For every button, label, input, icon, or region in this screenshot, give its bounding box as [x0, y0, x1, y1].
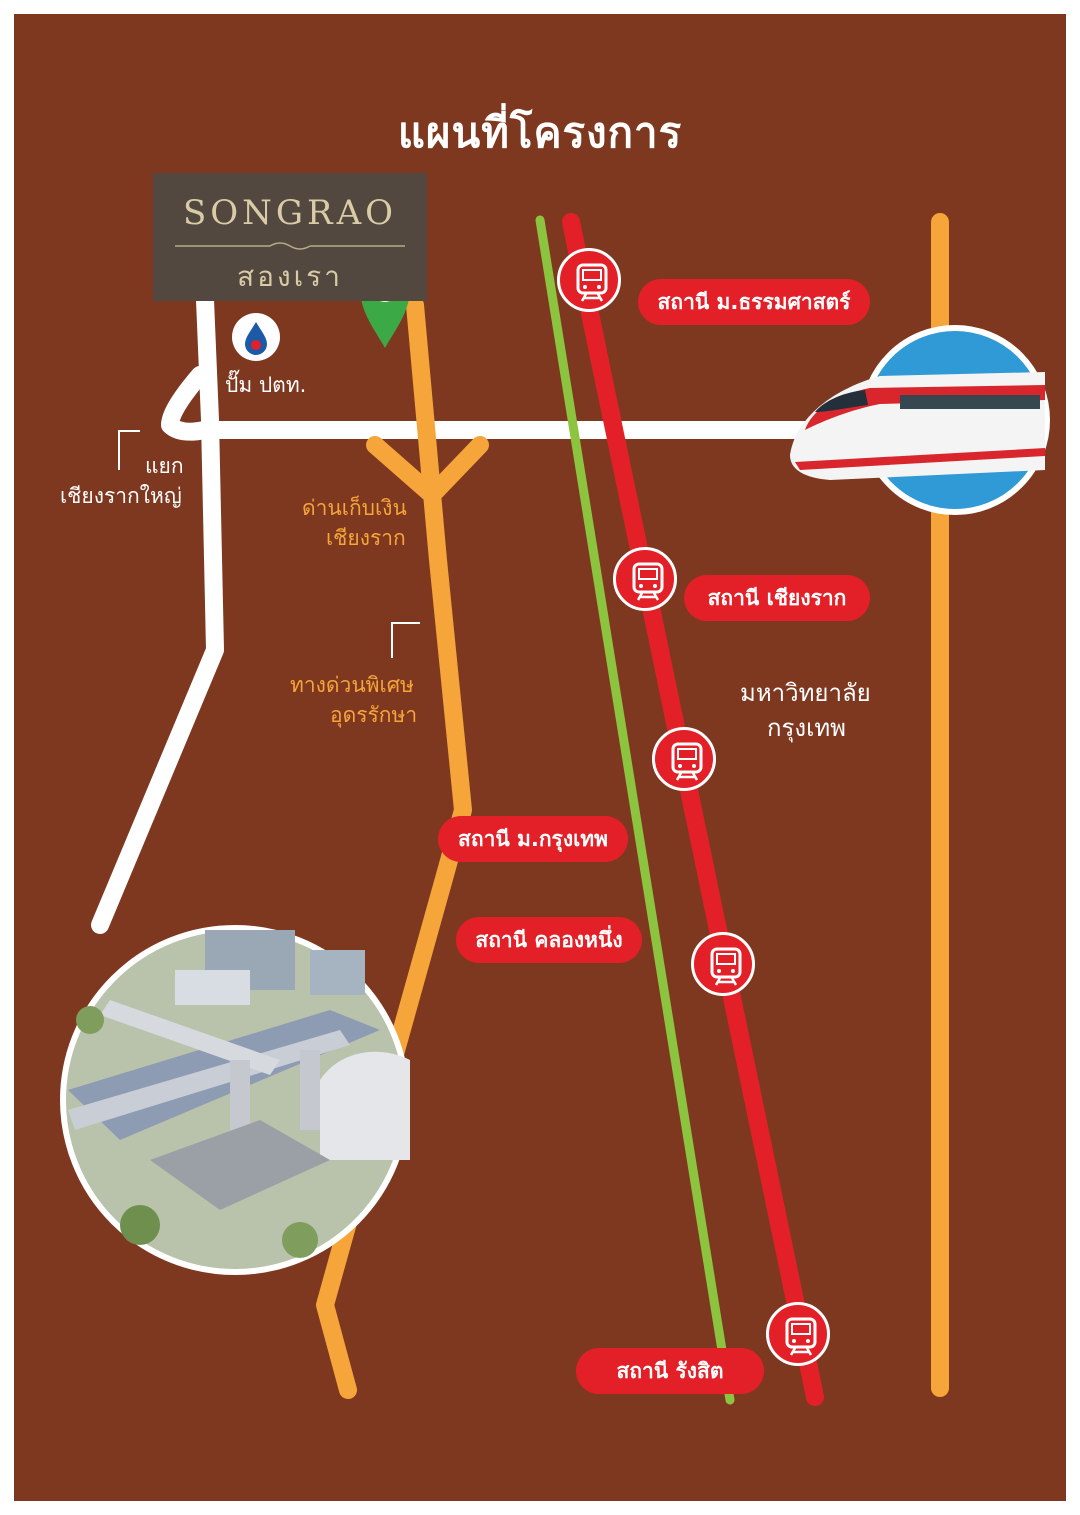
expressway-toll-right: [423, 436, 489, 504]
station-label-khlong-nueng: สถานี คลองหนึ่ง: [456, 917, 642, 963]
university-label-line2: กรุงเทพ: [767, 714, 846, 742]
gas-station-label: ปั๊ม ปตท.: [225, 373, 307, 397]
logo-ornament: [175, 242, 405, 250]
road-junction-loop: [161, 366, 214, 441]
station-label-rangsit: สถานี รังสิต: [576, 1348, 764, 1394]
train-icon: [613, 547, 677, 611]
train-icon: [691, 932, 755, 996]
expressway-toll-left: [366, 436, 441, 504]
station-label-chiang-rak: สถานี เชียงราก: [684, 575, 870, 621]
page-title: แผนที่โครงการ: [397, 108, 683, 157]
intersection-label-line1: แยก: [145, 454, 184, 478]
expressway-label-line1: ทางด่วนพิเศษ: [290, 673, 414, 697]
toll-label-line1: ด่านเก็บเงิน: [302, 496, 407, 520]
university-label-line1: มหาวิทยาลัย: [740, 679, 871, 707]
station-label-bangkok-univ: สถานี ม.กรุงเทพ: [438, 816, 628, 862]
rail-line-red: [562, 213, 824, 1406]
train-icon: [652, 727, 716, 791]
ptt-gas-icon: [232, 313, 280, 361]
intersection-leader: [118, 430, 140, 470]
intersection-label-line2: เชียงรากใหญ่: [60, 484, 182, 508]
train-icon: [557, 248, 621, 312]
road-west: [91, 291, 224, 934]
rail-line-green: [535, 215, 735, 1405]
toll-label-line2: เชียงราก: [326, 526, 406, 550]
logo-name-th: สองเรา: [237, 260, 343, 293]
station-label-thammasat: สถานี ม.ธรรมศาสตร์: [638, 279, 870, 325]
road-network: [91, 291, 839, 934]
logo-name-en: SONGRAO: [182, 193, 398, 233]
project-logo: SONGRAO สองเรา: [153, 173, 427, 301]
train-photo: [790, 325, 1050, 515]
expressway-label-line2: อุดรรักษา: [330, 703, 418, 727]
train-icon: [766, 1302, 830, 1366]
expressway-leader: [391, 622, 420, 658]
station-illustration: [60, 925, 410, 1275]
